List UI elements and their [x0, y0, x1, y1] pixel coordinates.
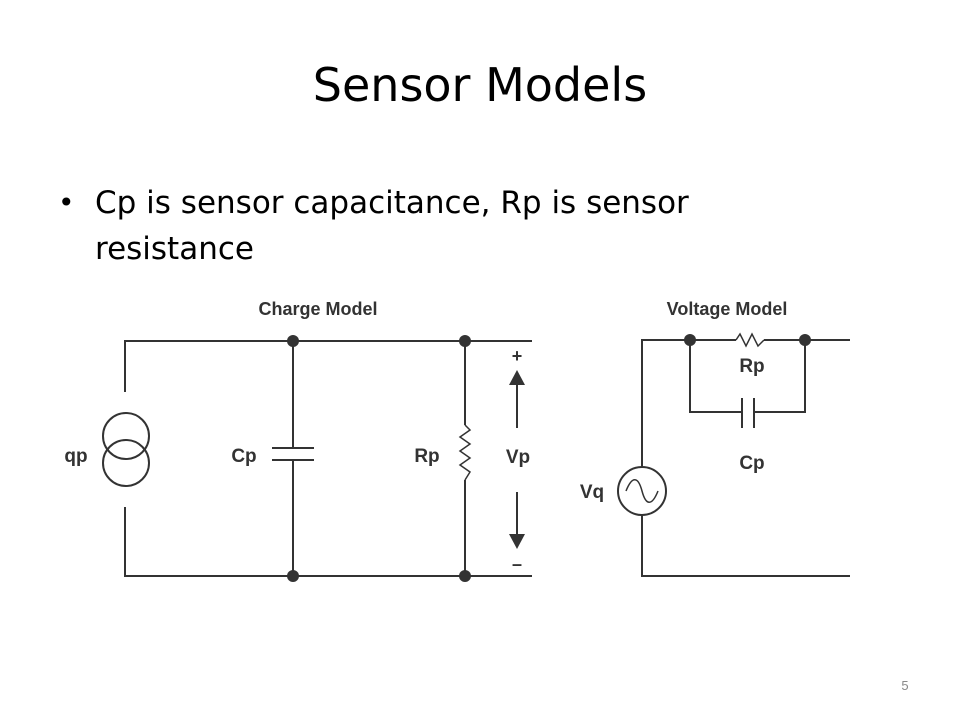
- circuit-labels: Charge Model qp Cp Rp Vp + – Voltage Mod…: [64, 299, 787, 574]
- charge-model-top-wire: [124, 340, 532, 392]
- vp-arrow-head-up: [509, 370, 525, 385]
- cp-label: Cp: [231, 446, 256, 467]
- charge-model-title: Charge Model: [258, 299, 377, 319]
- bullet-text: Cp is sensor capacitance, Rp is sensor r…: [95, 185, 689, 267]
- voltage-rp-label: Rp: [739, 356, 764, 377]
- slide-number: 5: [901, 678, 909, 693]
- vq-label: Vq: [580, 482, 604, 503]
- current-source-upper-circle: [102, 412, 150, 460]
- vp-arrow-head-down: [509, 534, 525, 549]
- bullet-dot: •: [58, 186, 75, 219]
- rp-label: Rp: [414, 446, 439, 467]
- node-dot: [459, 335, 471, 347]
- ac-voltage-source: [617, 466, 667, 516]
- voltage-cp-label: Cp: [739, 453, 764, 474]
- node-dot: [459, 570, 471, 582]
- vp-label: Vp: [506, 447, 530, 468]
- minus-sign: –: [512, 554, 522, 574]
- parallel-cp-branch: [689, 340, 806, 413]
- rp-resistor-zigzag: [458, 424, 472, 481]
- charge-model-circuit: [102, 340, 532, 577]
- node-dot: [799, 334, 811, 346]
- current-source-lower-circle: [102, 439, 150, 487]
- node-dot: [684, 334, 696, 346]
- plus-sign: +: [512, 346, 523, 366]
- voltage-model-circuit: [617, 332, 850, 577]
- voltage-model-nodes: [684, 334, 811, 346]
- rp-resistor-zigzag: [735, 332, 765, 348]
- voltage-model-bottom-wire: [641, 515, 850, 577]
- charge-model-nodes: [287, 335, 525, 582]
- ac-sine-wave: [625, 479, 659, 503]
- slide-title: Sensor Models: [312, 58, 648, 112]
- qp-label: qp: [64, 446, 87, 467]
- node-dot: [287, 570, 299, 582]
- voltage-model-title: Voltage Model: [667, 299, 788, 319]
- node-dot: [287, 335, 299, 347]
- charge-model-bottom-wire: [124, 507, 532, 577]
